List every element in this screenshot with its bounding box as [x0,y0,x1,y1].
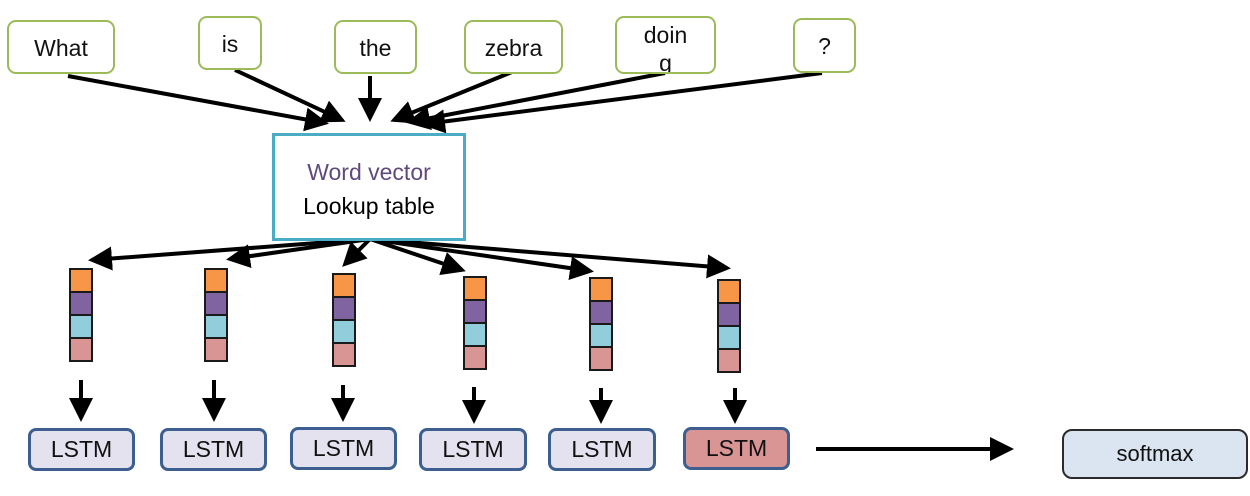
lstm-label: LSTM [442,436,504,462]
arrow-lookup-vec-3 [342,237,372,267]
vector-cell [717,325,741,350]
lstm-cell-5: LSTM [548,428,656,471]
lookup-title-line2: Lookup table [303,193,435,219]
word-label: doing [643,22,688,74]
arrow-word-what [67,74,329,132]
vector-cell [589,277,613,302]
word-box-the: the [334,20,417,74]
vector-cell [463,322,487,347]
word-box-question: ? [793,18,856,73]
arrow-lookup-vec-5 [369,237,594,280]
word-vector-lookup-table: Word vector Lookup table [272,133,466,241]
word-box-zebra: zebra [464,20,563,74]
lstm-cell-2: LSTM [160,428,267,471]
word-label: zebra [484,35,543,61]
vector-cell [332,319,356,344]
vector-cell [463,299,487,324]
vector-cell [332,296,356,321]
word-vector-2 [204,268,228,362]
word-label: ? [818,33,831,59]
vector-cell [332,273,356,298]
lstm-cell-1: LSTM [28,428,135,471]
vector-cell [463,276,487,301]
vector-cell [589,346,613,371]
lstm-label: LSTM [705,435,768,461]
vector-cell [204,337,228,362]
arrow-lookup-vec-6 [369,237,731,279]
word-vector-5 [589,277,613,371]
vector-cell [332,342,356,367]
vector-cell [204,291,228,316]
word-box-what: What [7,20,115,74]
vector-cell [717,279,741,304]
softmax-label: softmax [1116,441,1194,466]
lstm-label: LSTM [50,436,113,462]
softmax-box: softmax [1062,429,1248,479]
lstm-cell-4: LSTM [419,428,527,471]
arrow-word-doing [406,71,666,131]
word-label: is [221,31,239,57]
word-box-doing: doing [615,16,716,74]
word-vector-3 [332,273,356,367]
lstm-cell-3: LSTM [290,427,397,470]
lstm-label: LSTM [182,436,245,462]
vector-cell [204,314,228,339]
word-label: What [34,35,88,61]
vector-cell [69,268,93,293]
vector-cell [69,291,93,316]
vector-cell [204,268,228,293]
vector-cell [69,314,93,339]
lstm-label: LSTM [571,436,633,462]
word-vector-1 [69,268,93,362]
lstm-cell-6: LSTM [683,427,790,470]
vector-cell [589,323,613,348]
arrow-lookup-vec-4 [369,237,466,275]
word-vector-4 [463,276,487,370]
word-box-is: is [198,16,262,70]
word-label: the [359,35,392,61]
lookup-title-line1: Word vector [307,159,431,185]
vector-cell [69,337,93,362]
lstm-label: LSTM [312,435,375,461]
vector-cell [717,302,741,327]
vector-cell [463,345,487,370]
vector-cell [589,300,613,325]
vector-cell [717,348,741,373]
arrow-word-is [234,68,346,123]
word-vector-6 [717,279,741,373]
arrow-word-question [421,71,823,134]
